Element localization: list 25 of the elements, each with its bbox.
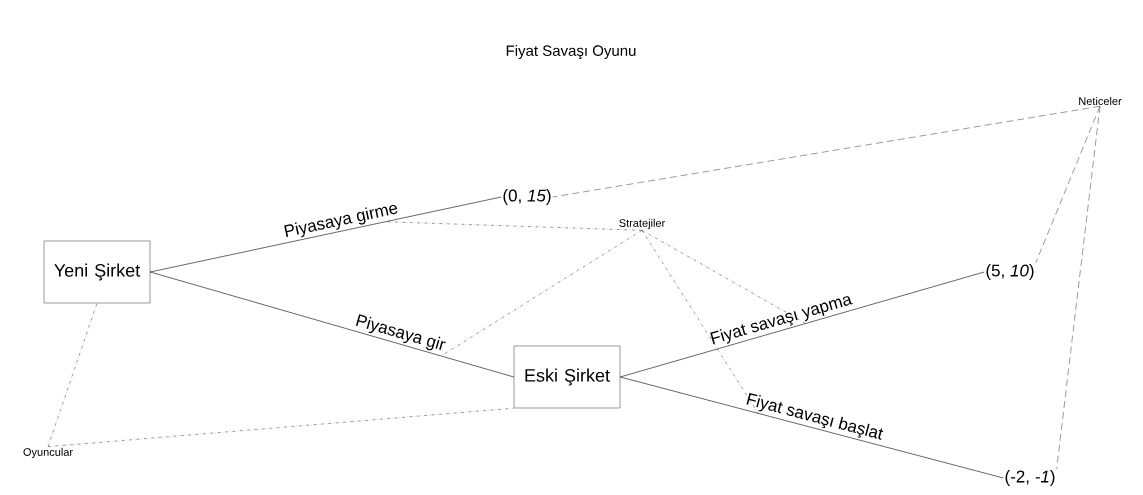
edge-label: Fiyat savaşı başlat	[746, 393, 884, 440]
leader-line	[385, 221, 643, 231]
payoff-text: (-2, -1)	[1005, 470, 1055, 486]
branch-line	[149, 271, 515, 378]
leader-line	[1056, 106, 1101, 470]
branch-line	[619, 271, 985, 378]
player-box: Yeni Şirket	[43, 240, 151, 304]
annotation-text: Stratejiler	[619, 218, 666, 230]
annotation-text: Neticeler	[1079, 96, 1122, 106]
payoff-text: (5, 10)	[986, 264, 1034, 280]
leader-line	[552, 106, 1101, 198]
annotation-text: Oyuncular	[23, 447, 73, 459]
leader-line	[641, 230, 759, 414]
leader-line	[47, 408, 514, 447]
edge-label: Fiyat savaşı yapma	[710, 296, 853, 345]
leader-line	[47, 303, 98, 447]
edge-label: Piyasaya girme	[284, 204, 398, 238]
leader-line	[641, 230, 807, 324]
leader-line	[1035, 106, 1101, 264]
payoff-text: (0, 15)	[503, 189, 551, 205]
leader-line	[440, 230, 643, 357]
title: Fiyat Savaşı Oyunu	[506, 44, 636, 60]
branch-line	[619, 376, 1004, 479]
branch-line	[149, 196, 502, 273]
player-box: Eski Şirket	[513, 345, 621, 409]
